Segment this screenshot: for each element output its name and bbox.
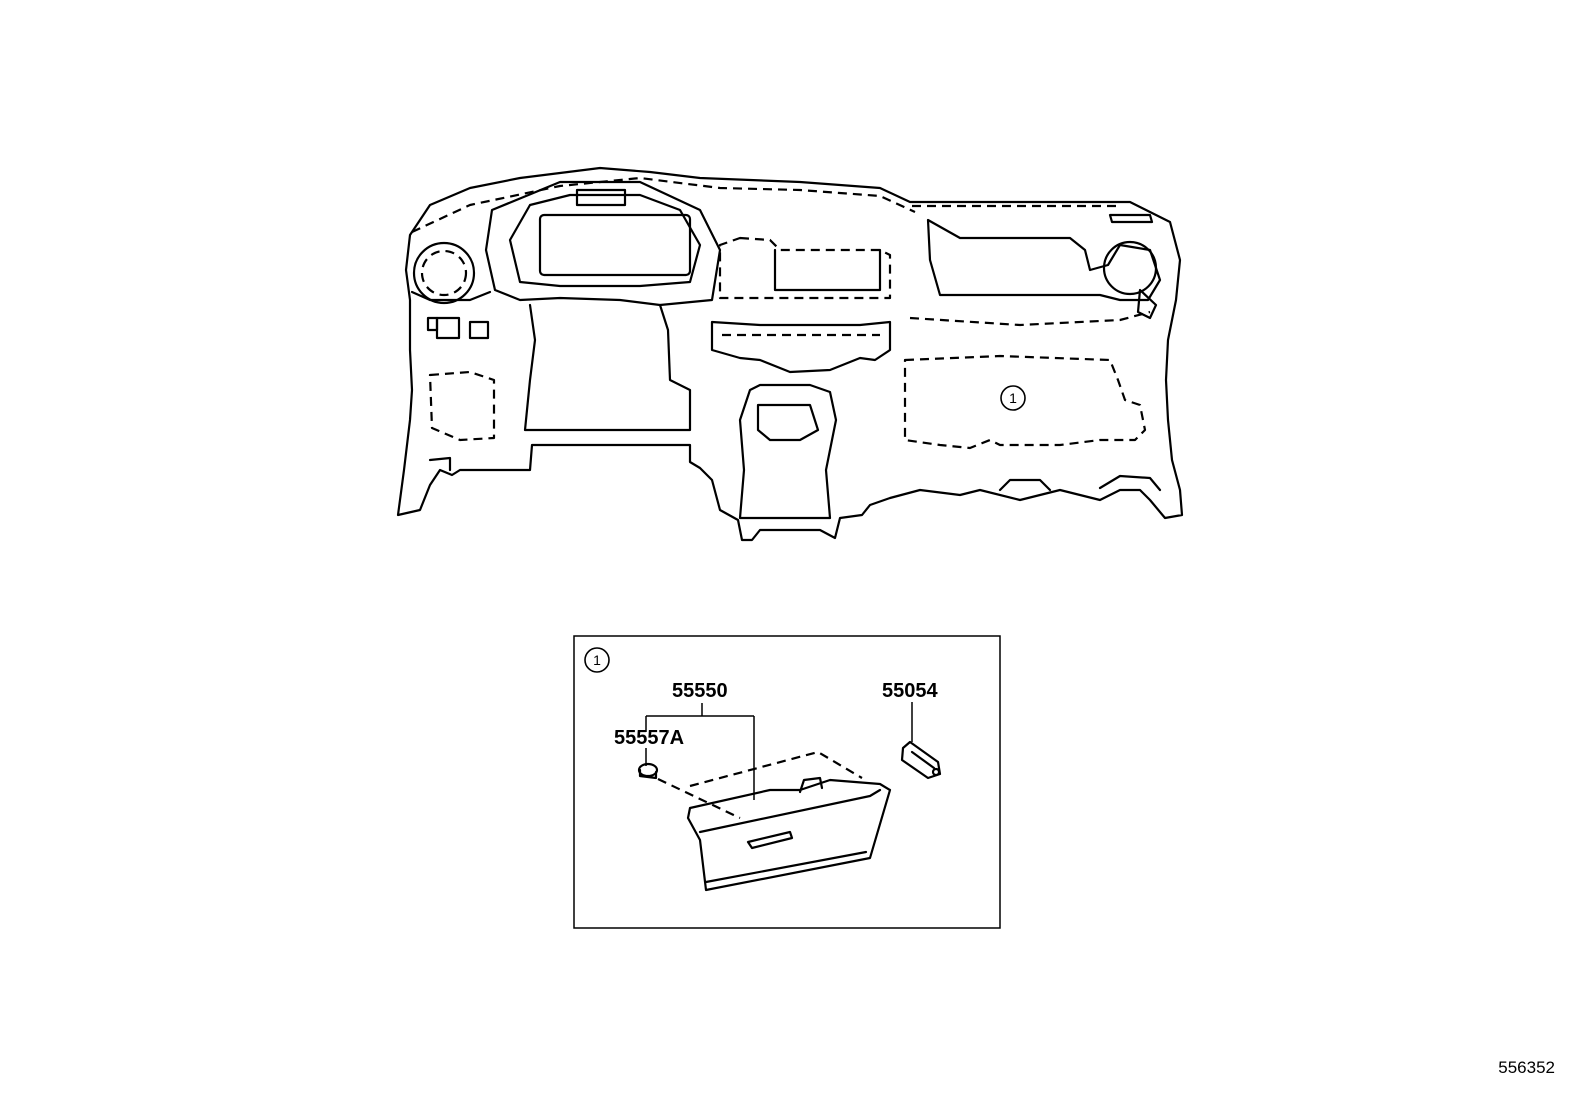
part-number-label: 55550 [672,680,728,702]
leader-55550 [645,703,755,800]
damper-part [900,740,942,780]
group-marker-dashboard-label: 1 [1009,390,1017,406]
detail-box: 1 55550 55557A 55054 [573,635,1001,929]
group-marker-detail: 1 [584,647,610,673]
group-marker-detail-label: 1 [593,652,601,668]
part-number-label: 55557A [614,727,684,749]
glove-box-part [686,750,892,892]
group-marker-dashboard: 1 [1000,385,1026,411]
figure-reference-code: 556352 [1498,1058,1555,1077]
part-number-label: 55054 [882,680,938,702]
clip-part [637,762,659,780]
instrument-panel-drawing [396,166,1184,542]
